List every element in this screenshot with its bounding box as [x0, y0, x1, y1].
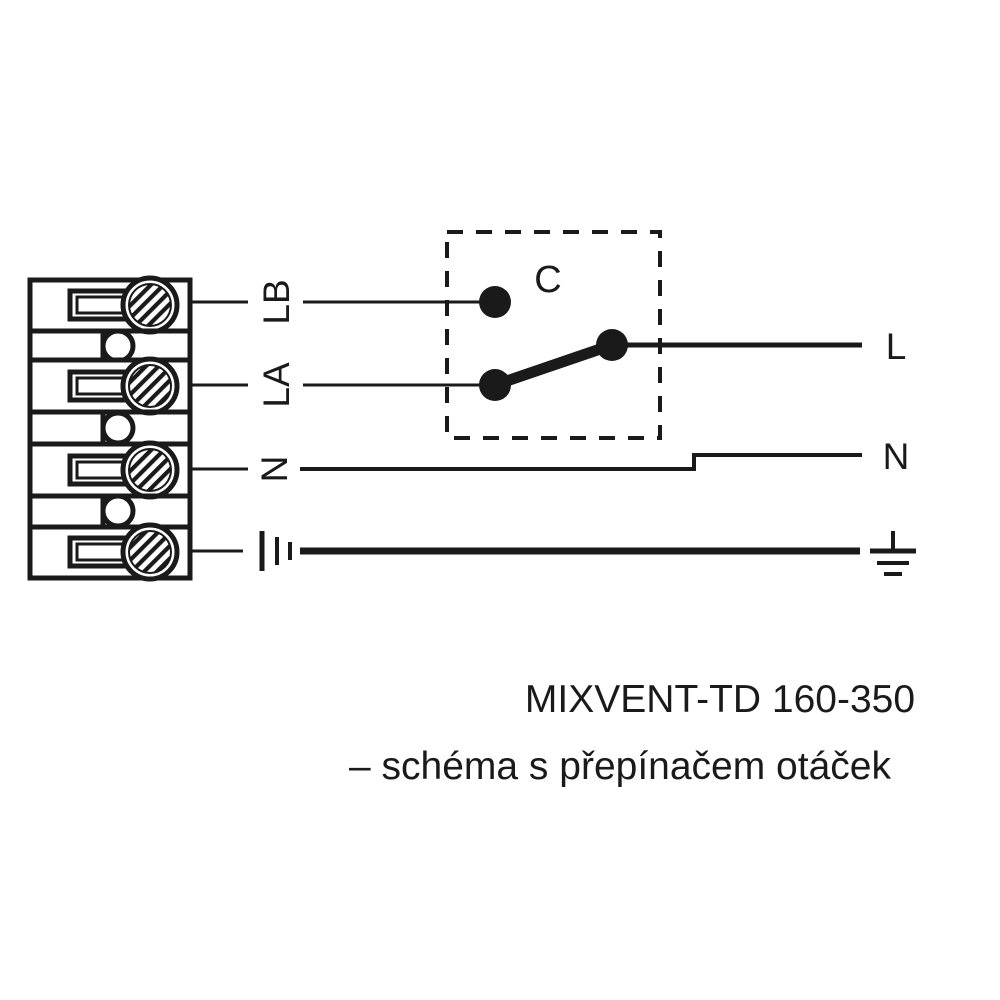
screw-head-icon [130, 532, 170, 572]
caption-subtitle: – schéma s přepínačem otáček [349, 745, 891, 788]
screw-head-icon [130, 366, 170, 406]
screw-head-icon [130, 285, 170, 325]
speed-selector-switch[interactable]: C [445, 230, 662, 440]
switch-lever[interactable] [489, 339, 618, 391]
label-n-left: N [254, 456, 295, 483]
terminal-la [27, 356, 193, 416]
switch-contact-lb[interactable] [479, 286, 511, 318]
label-lb: LB [256, 279, 297, 324]
caption-title: MIXVENT-TD 160-350 [525, 678, 915, 721]
earth-symbol-icon [870, 531, 916, 576]
label-n-right: N [883, 436, 910, 477]
terminal-n [27, 440, 193, 500]
switch-box-outline [445, 230, 662, 440]
screw-head-icon [130, 450, 170, 490]
terminal-earth [27, 522, 193, 582]
terminal-lb [27, 275, 193, 335]
label-la: LA [256, 362, 297, 408]
label-l-right: L [886, 326, 907, 367]
switch-box-label: C [534, 259, 561, 301]
wire-n [300, 453, 862, 471]
earth-symbol-rotated-icon [259, 531, 292, 571]
